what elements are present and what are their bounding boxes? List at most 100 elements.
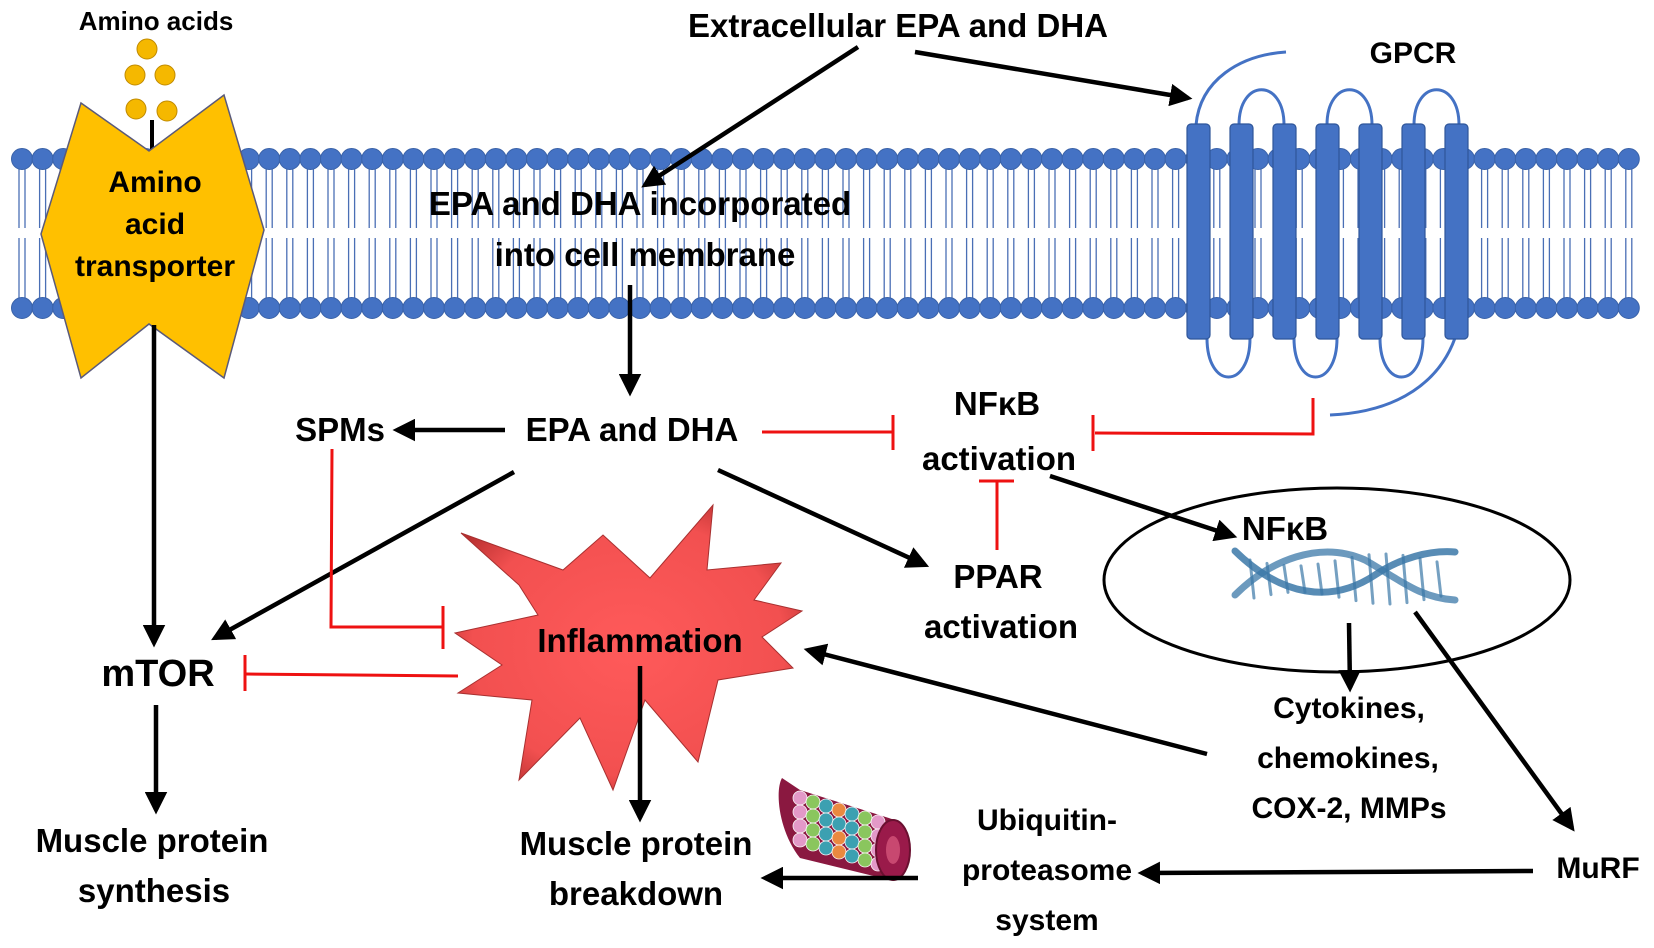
arrow-murf-to-ups <box>1137 861 1534 885</box>
lipid-head <box>361 148 384 170</box>
lipid-head <box>526 297 548 319</box>
dna-rung <box>1333 559 1341 599</box>
proteasome-subunit <box>805 836 821 852</box>
proteasome-subunit <box>831 802 847 818</box>
lipid-head <box>752 148 775 170</box>
lipid-head <box>587 148 610 170</box>
lipid-head <box>1535 148 1558 170</box>
lipid-head <box>361 297 384 319</box>
lipid-head <box>1041 297 1063 319</box>
lipid-head <box>278 148 301 170</box>
lipid-head <box>1164 297 1187 319</box>
proteasome-subunit <box>792 790 808 806</box>
gpcr-helix <box>1358 123 1383 340</box>
lipid-head <box>999 297 1022 319</box>
proteasome-subunit <box>831 816 847 832</box>
nucleus-ellipse-icon <box>1102 486 1572 674</box>
lipid-head <box>1164 148 1187 170</box>
lipid-head <box>1494 297 1517 319</box>
synthesis-label-2: synthesis <box>78 872 230 909</box>
lipid-head <box>1473 148 1496 170</box>
dna-rung <box>1299 564 1307 594</box>
proteasome-subunit <box>857 852 873 868</box>
extracellular-epa-dha-label: Extracellular EPA and DHA <box>688 7 1108 44</box>
nfkb-activation-label-2: activation <box>922 440 1076 477</box>
lipid-head <box>1597 148 1620 170</box>
gpcr-helix <box>1401 123 1426 340</box>
lipid-head <box>464 148 487 170</box>
lipid-head <box>896 297 919 319</box>
lipid-head <box>1597 297 1620 319</box>
lipid-head <box>1082 297 1105 319</box>
lipid-head <box>1556 297 1578 319</box>
dna-helix-icon <box>1231 547 1459 606</box>
lipid-head <box>1123 297 1146 319</box>
lipid-head <box>1020 148 1043 170</box>
gpcr-helix <box>1229 123 1254 340</box>
proteasome-subunit <box>844 820 860 836</box>
lipid-head <box>340 148 363 170</box>
lipid-head <box>505 148 528 170</box>
proteasome-subunit <box>831 830 847 846</box>
lipid-head <box>1576 297 1599 319</box>
lipid-head <box>1617 148 1640 170</box>
proteasome-subunit <box>818 798 834 814</box>
lipid-head <box>1514 148 1537 170</box>
proteasome-subunit <box>818 826 834 842</box>
proteasome-subunit <box>857 810 873 826</box>
transporter-label-1: Amino <box>108 166 201 199</box>
lipid-head <box>855 297 878 319</box>
dna-rung <box>1350 555 1358 603</box>
epa-dha-label: EPA and DHA <box>526 411 739 448</box>
ups-label-1: Ubiquitin- <box>977 804 1117 837</box>
lipid-head <box>1535 297 1558 319</box>
lipid-head <box>546 297 569 319</box>
lipid-head <box>938 148 960 170</box>
ppar-activation-label-1: PPAR <box>953 558 1042 595</box>
arrow-cytokines-to-inflammation <box>803 643 1208 757</box>
lipid-head <box>31 148 54 170</box>
lipid-head <box>320 148 342 170</box>
lipid-head <box>732 148 754 170</box>
spms-label: SPMs <box>295 411 385 448</box>
lipid-head <box>1494 148 1517 170</box>
lipid-head <box>917 297 940 319</box>
lipid-head <box>835 148 857 170</box>
lipid-head <box>999 148 1022 170</box>
lipid-head <box>258 297 281 319</box>
lipid-head <box>443 297 466 319</box>
proteasome-subunit <box>805 808 821 824</box>
gpcr-label: GPCR <box>1370 37 1457 70</box>
proteasome-subunit <box>818 840 834 856</box>
lipid-head <box>793 148 816 170</box>
inflammation-burst-icon <box>453 503 804 792</box>
lipid-head <box>629 297 651 319</box>
lipid-head <box>11 148 33 170</box>
breakdown-label-1: Muscle protein <box>520 825 753 862</box>
lipid-head <box>484 148 507 170</box>
proteasome-subunit <box>805 794 821 810</box>
inhibit-spms-to-inflammation <box>329 448 442 629</box>
lipid-head <box>587 297 610 319</box>
lipid-head <box>649 148 672 170</box>
synthesis-label-1: Muscle protein <box>36 822 269 859</box>
proteasome-subunit <box>792 804 808 820</box>
lipid-head <box>484 297 507 319</box>
lipid-head <box>1617 297 1640 319</box>
lipid-head <box>423 297 445 319</box>
proteasome-subunit <box>844 806 860 822</box>
lipid-head <box>1041 148 1063 170</box>
cytokines-label-2: chemokines, <box>1257 742 1439 775</box>
proteasome-icon <box>778 778 911 881</box>
lipid-head <box>979 148 1002 170</box>
lipid-head <box>299 297 322 319</box>
ppar-activation-label-2: activation <box>924 608 1078 645</box>
inflammation-label: Inflammation <box>537 622 742 659</box>
lipid-head <box>711 297 734 319</box>
lipid-head <box>546 148 569 170</box>
proteasome-subunit <box>844 848 860 864</box>
dna-rung <box>1367 553 1375 605</box>
membrane-heads-inner <box>11 297 1640 319</box>
lipid-head <box>1473 297 1496 319</box>
